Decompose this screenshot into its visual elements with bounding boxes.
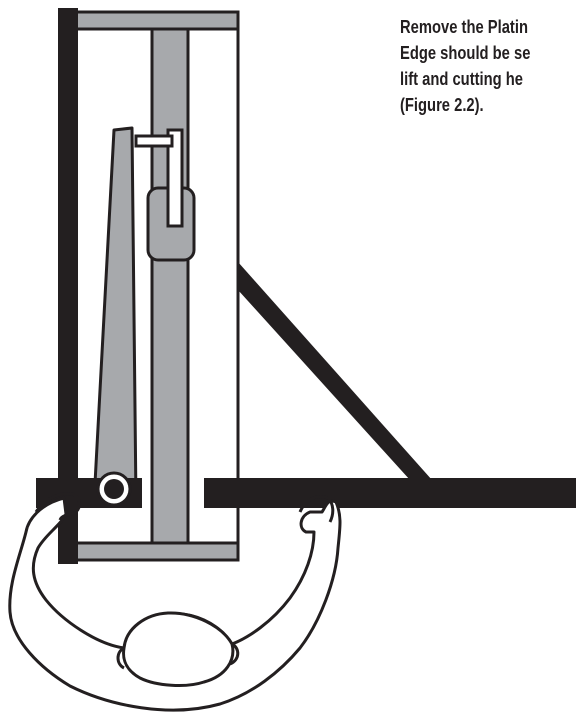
- bottom-rail: [60, 541, 240, 562]
- person-arms: [8, 496, 342, 712]
- lever-pivot-center: [104, 479, 124, 499]
- center-column: [150, 27, 190, 545]
- base-bar-right: [204, 478, 576, 508]
- top-rail: [60, 10, 240, 31]
- right-hand: [298, 495, 335, 523]
- instruction-line-4: (Figure 2.2).: [400, 95, 484, 115]
- left-edge-bar: [58, 8, 78, 564]
- cutter-frame: [60, 10, 240, 562]
- instruction-line-1: Remove the Platin: [400, 17, 528, 37]
- person-ear-right: [229, 642, 240, 666]
- left-hand: [34, 492, 81, 521]
- instruction-text: Remove the Platin Edge should be se lift…: [400, 14, 544, 118]
- person-head: [122, 611, 235, 687]
- instruction-line-2: Edge should be se: [400, 43, 531, 63]
- diagonal-brace: [238, 262, 432, 480]
- instruction-line-3: lift and cutting he: [400, 69, 523, 89]
- handle-stem: [166, 128, 184, 228]
- handle-arm: [134, 134, 174, 148]
- person-ear-left: [116, 646, 125, 670]
